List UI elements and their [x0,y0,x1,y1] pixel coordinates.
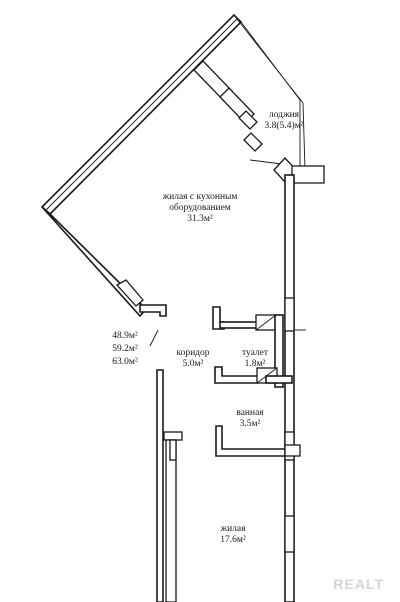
bathroom-lower-wall [215,425,301,457]
right-exterior-wall [284,174,306,602]
label-living-kitchen: жилая с кухонным оборудованием 31.3м² [130,192,270,225]
corridor-left-wall [156,369,183,602]
room-area: 31.3м² [187,214,213,224]
room-area: 1.8м² [244,359,266,369]
watermark-logo: REALT [333,576,384,592]
loggia-end-wall [273,157,325,184]
room-name: ванная [236,408,264,418]
diagonal-outer-wall [40,13,243,216]
label-bathroom: ванная 3.5м² [226,408,274,430]
room-name: лоджия [268,110,300,120]
label-corridor: коридор 5.0м² [168,348,218,370]
total-with-loggia: 63.0м² [112,357,138,367]
room-name: туалет [241,348,269,358]
label-totals: 48.9м² 59.2м² 63.0м² [104,330,146,369]
toilet-block [212,306,293,388]
loggia-door-frame [193,60,263,152]
lower-left-wall [41,206,148,318]
room-name: коридор [176,348,210,358]
room-name-line1: жилая с кухонным [162,192,238,202]
living-door-leaf [149,329,159,347]
room-area: 3.8(5.4)м² [264,121,304,131]
room-name-line2: оборудованием [169,203,231,213]
loggia-railing [236,18,306,171]
label-loggia: лоджия 3.8(5.4)м² [244,110,324,132]
label-bedroom: жилая 17.6м² [208,524,258,546]
total-living: 48.9м² [112,331,138,341]
room-name: жилая [220,524,246,534]
room-area: 17.6м² [220,535,246,545]
total-area: 59.2м² [112,344,138,354]
room-area: 5.0м² [182,359,204,369]
room-area: 3.5м² [239,419,261,429]
wall-stub [139,304,167,317]
label-toilet: туалет 1.8м² [233,348,277,370]
